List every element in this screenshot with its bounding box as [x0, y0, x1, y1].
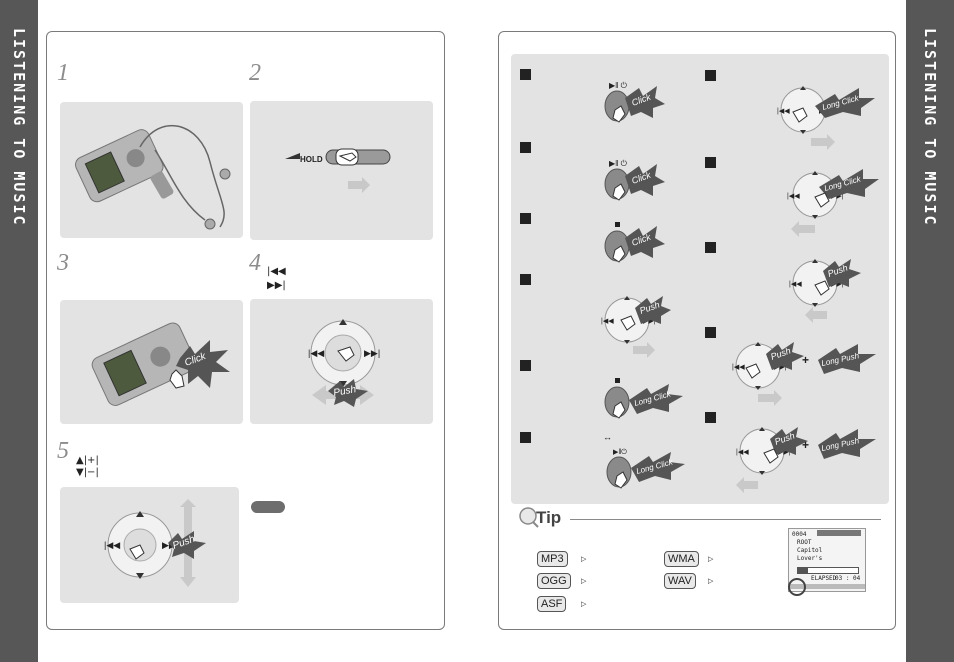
svg-text:|◀◀: |◀◀ [601, 318, 614, 325]
svg-text:|◀◀: |◀◀ [789, 281, 802, 288]
lcd-progress-bar [797, 567, 859, 574]
hold-switch-image: HOLD [285, 148, 391, 193]
bullet-6 [520, 432, 531, 443]
bullet-9 [705, 242, 716, 253]
item2-click-illustration: ▶‖ ⏻ Click [604, 159, 665, 201]
item6-extra: ↔ [603, 432, 612, 442]
tip-divider [570, 519, 881, 520]
step5-illustration: |◀◀ ▶▶| Push [60, 487, 239, 603]
format-arrow-asf: ▷ [581, 601, 587, 608]
item9-push-illustration: |◀◀▶▶| Push [789, 259, 861, 323]
svg-text:|◀◀: |◀◀ [777, 108, 790, 115]
format-badge-asf: ASF [537, 596, 567, 612]
svg-text:▶▶|: ▶▶| [831, 281, 844, 288]
svg-text:|◀◀: |◀◀ [736, 449, 749, 456]
left-side-title: LISTENING TO MUSIC [10, 28, 28, 227]
format-badge-wma: WMA [664, 551, 699, 567]
step-number-2: 2 [249, 60, 261, 86]
player-click-image: Click [91, 322, 230, 406]
step5-line2: ▼|−| [76, 467, 99, 478]
bullet-5 [520, 360, 531, 371]
lcd-track: 0004 [792, 531, 807, 538]
format-arrow-mp3: ▷ [581, 556, 587, 563]
step4-line1: |◀◀ [267, 266, 286, 277]
lcd-song: Lover's [797, 555, 823, 562]
right-side-title: LISTENING TO MUSIC [921, 28, 939, 227]
bullet-8 [705, 157, 716, 168]
svg-text:▶▶|: ▶▶| [643, 318, 656, 325]
svg-text:▶▶|: ▶▶| [774, 364, 787, 371]
format-arrow-ogg: ▷ [581, 578, 587, 585]
tip-title: Tip [536, 508, 562, 527]
svg-text:|◀◀: |◀◀ [732, 364, 745, 371]
lcd-eq-bar [789, 584, 865, 589]
item8-longclick-illustration: |◀◀▶▶| Long Click [787, 169, 879, 237]
item10-push-longpush-illustration: |◀◀▶▶| Push + Long Push [732, 342, 876, 406]
svg-text:|◀◀: |◀◀ [308, 348, 324, 358]
item6-longclick-illustration: ↔ ▶‖⏻ Long Click [603, 432, 685, 489]
format-badge-ogg: OGG [537, 573, 571, 589]
item10-plus: + [802, 353, 809, 367]
step5-line1: ▲|+| [76, 455, 99, 466]
format-arrow-wma: ▷ [708, 556, 714, 563]
stop-icon [615, 378, 620, 383]
lcd-screen: 0004 ROOT Capitol Lover's ELAPSED 03 : 0… [788, 528, 866, 592]
bullet-1 [520, 69, 531, 80]
lcd-status-icons [817, 530, 861, 536]
svg-text:▶▶|: ▶▶| [778, 449, 791, 456]
svg-text:|◀◀: |◀◀ [787, 193, 800, 200]
svg-text:▶▶|: ▶▶| [364, 348, 380, 358]
step3-illustration: Click [60, 300, 243, 424]
lcd-time: 03 : 04 [835, 575, 861, 582]
step4-line2: ▶▶| [267, 280, 286, 291]
lcd-folder: ROOT [797, 539, 812, 546]
play-pause-power-icon: ▶‖ ⏻ [609, 81, 628, 90]
step2-illustration: HOLD [250, 101, 433, 240]
step1-illustration [60, 102, 243, 238]
item7-longclick-illustration: |◀◀▶▶| Long Click [777, 86, 875, 150]
play-pause-power-icon: ▶‖ ⏻ [609, 159, 628, 168]
step4-push-label: Push [333, 384, 358, 399]
player-with-earphones-image [75, 124, 231, 230]
tip-magnifier-icon [519, 507, 539, 528]
bullet-2 [520, 142, 531, 153]
step-number-4: 4 [249, 250, 261, 276]
step-number-5: 5 [57, 438, 69, 464]
item3-click-illustration: Click [604, 222, 665, 263]
lcd-highlight-circle [788, 578, 806, 596]
svg-text:|◀◀: |◀◀ [104, 540, 120, 550]
bullet-10 [705, 327, 716, 338]
bullet-7 [705, 70, 716, 81]
left-side-tab: LISTENING TO MUSIC [0, 0, 38, 662]
note-badge [251, 501, 285, 513]
svg-text:▶▶|: ▶▶| [831, 193, 844, 200]
lcd-elapsed-label: ELAPSED [811, 575, 837, 582]
step-number-1: 1 [57, 60, 69, 86]
item11-plus: + [802, 438, 809, 452]
hold-label: HOLD [300, 155, 323, 164]
stop-icon [615, 222, 620, 227]
step-number-3: 3 [57, 250, 69, 276]
bullet-4 [520, 274, 531, 285]
navigation-wheel-image: |◀◀ ▶▶| Push [308, 319, 380, 407]
item4-push-illustration: |◀◀▶▶| Push [601, 296, 671, 358]
right-side-tab: LISTENING TO MUSIC [906, 0, 954, 662]
volume-wheel-image: |◀◀ ▶▶| Push [104, 499, 206, 587]
item11-push-longpush-illustration: |◀◀▶▶| Push + Long Push [736, 427, 876, 493]
bullet-11 [705, 412, 716, 423]
bullet-3 [520, 213, 531, 224]
step4-illustration: |◀◀ ▶▶| Push [250, 299, 433, 424]
format-badge-wav: WAV [664, 573, 696, 589]
item1-click-illustration: ▶‖ ⏻ Click [604, 81, 665, 123]
play-pause-power-icon: ▶‖⏻ [613, 448, 627, 456]
format-badge-mp3: MP3 [537, 551, 568, 567]
item5-longclick-illustration: Long Click [604, 378, 683, 419]
lcd-artist: Capitol [797, 547, 823, 554]
format-arrow-wav: ▷ [708, 578, 714, 585]
